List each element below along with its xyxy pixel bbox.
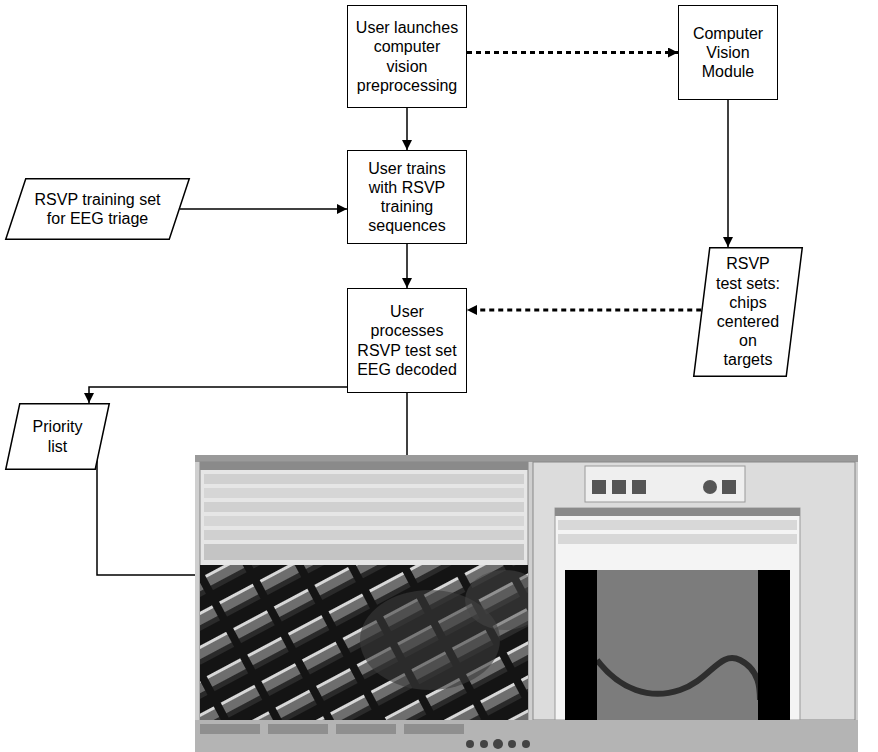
viewer-window	[533, 462, 855, 720]
node-label: Priority list	[23, 417, 92, 455]
leader-line	[97, 455, 196, 575]
node-label: User processes RSVP test set EEG decoded	[353, 302, 461, 379]
node-label: User trains with RSVP training sequences	[353, 159, 461, 236]
dashed-arrow	[467, 309, 701, 312]
satellite-image	[200, 565, 528, 720]
process-box: User trains with RSVP training sequences	[347, 150, 467, 244]
process-box: User launches computer vision preprocess…	[347, 5, 467, 108]
data-parallelogram: RSVP test sets: chips centered on target…	[693, 247, 803, 377]
task-bar	[195, 720, 858, 752]
flow-arrow	[406, 108, 408, 150]
node-label: RSVP test sets: chips centered on target…	[713, 254, 783, 369]
parallelogram-outline	[5, 403, 110, 470]
node-label: RSVP training set for EEG triage	[29, 190, 166, 228]
process-box: User processes RSVP test set EEG decoded	[347, 288, 467, 393]
data-parallelogram: Priority list	[5, 403, 110, 470]
node-label: Computer Vision Module	[684, 24, 772, 82]
river-image	[597, 570, 758, 720]
dashed-arrow	[467, 51, 678, 54]
flow-arrow	[180, 208, 347, 210]
flow-arrow	[727, 100, 729, 247]
node-label: User launches computer vision preprocess…	[353, 18, 461, 95]
data-parallelogram: RSVP training set for EEG triage	[5, 178, 190, 240]
flow-arrow	[89, 387, 347, 403]
parallelogram-outline	[5, 178, 190, 240]
screen-frame	[195, 455, 858, 752]
process-box: Computer Vision Module	[678, 5, 778, 100]
flow-arrow	[406, 244, 408, 288]
